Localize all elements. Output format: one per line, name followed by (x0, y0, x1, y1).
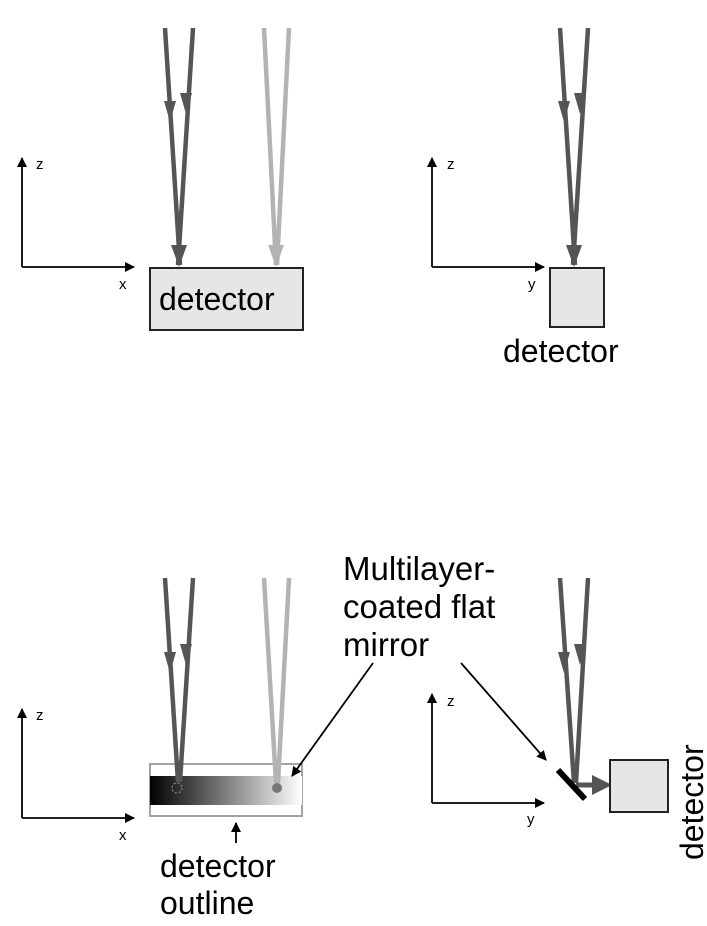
focal-spot (272, 783, 282, 793)
mirror-label-line2: coated flat (343, 588, 495, 625)
light-beam-right (274, 27, 292, 266)
beam-arrowhead (180, 93, 192, 114)
beam-arrowhead (574, 644, 586, 665)
mirror-label-line1: Multilayer- (343, 550, 495, 587)
outline-label-line1: detector (160, 848, 276, 884)
beam-arrowhead (164, 652, 176, 673)
x-axis-label: x (119, 276, 127, 293)
detector-box (609, 759, 669, 813)
panel-bottom-left: z x detector outline (17, 577, 303, 921)
z-axis-label: z (36, 707, 44, 724)
mirror-label-line3: mirror (343, 626, 429, 663)
beam-arrowhead (171, 245, 187, 267)
beam-arrowhead (566, 245, 582, 267)
light-beam-left (261, 577, 279, 784)
dark-beam-left (557, 27, 578, 266)
z-axis-label: z (447, 156, 455, 173)
beam-arrowhead (558, 652, 570, 673)
outline-label-line2: outline (160, 885, 254, 921)
panel-bottom-right: z y detector (427, 577, 707, 860)
x-axis-label: x (119, 827, 127, 844)
y-axis-label: y (527, 811, 535, 828)
dark-beam-right (177, 577, 196, 783)
beams-bottom-left (162, 577, 292, 794)
dark-beam-left (162, 27, 183, 266)
axes-top-right: z y (427, 156, 545, 293)
detector-label: detector (503, 333, 619, 369)
light-beam-left (261, 27, 279, 266)
dark-beam-right (570, 27, 591, 266)
mirror-pointer-left (291, 662, 374, 777)
detector-label: detector (159, 281, 275, 317)
axes-bottom-left: z x (17, 707, 135, 844)
beam-arrowhead (180, 644, 192, 665)
detector-box (549, 267, 605, 328)
dark-beam-left (557, 577, 577, 784)
beam-arrowhead (574, 93, 586, 114)
beam-arrowhead (268, 245, 284, 267)
reflected-beam-arrowhead (592, 775, 612, 795)
beams-top-left (162, 27, 292, 267)
z-axis-label: z (36, 156, 44, 173)
axes-top-left: z x (17, 156, 135, 293)
y-axis-label: y (528, 276, 536, 293)
panel-top-right: z y detector (427, 27, 619, 369)
z-axis-label: z (447, 693, 455, 710)
beams-top-right (557, 27, 591, 267)
focal-spot-dashed (171, 782, 183, 794)
detector-label-vertical: detector (674, 744, 707, 860)
beam-arrowhead (558, 101, 570, 122)
beams-bottom-right (557, 577, 612, 795)
mirror-pointer-right (460, 662, 547, 761)
light-beam-right (275, 577, 292, 784)
dark-beam-right (175, 27, 196, 266)
mirror-callout: Multilayer- coated flat mirror (291, 550, 547, 777)
dark-beam-right (573, 577, 591, 784)
beam-arrowhead (164, 101, 176, 122)
dark-beam-left (162, 577, 181, 783)
flat-mirror (555, 767, 588, 802)
axes-bottom-right: z y (427, 693, 545, 828)
panel-top-left: z x detector (17, 27, 304, 331)
detector-box (149, 267, 304, 331)
